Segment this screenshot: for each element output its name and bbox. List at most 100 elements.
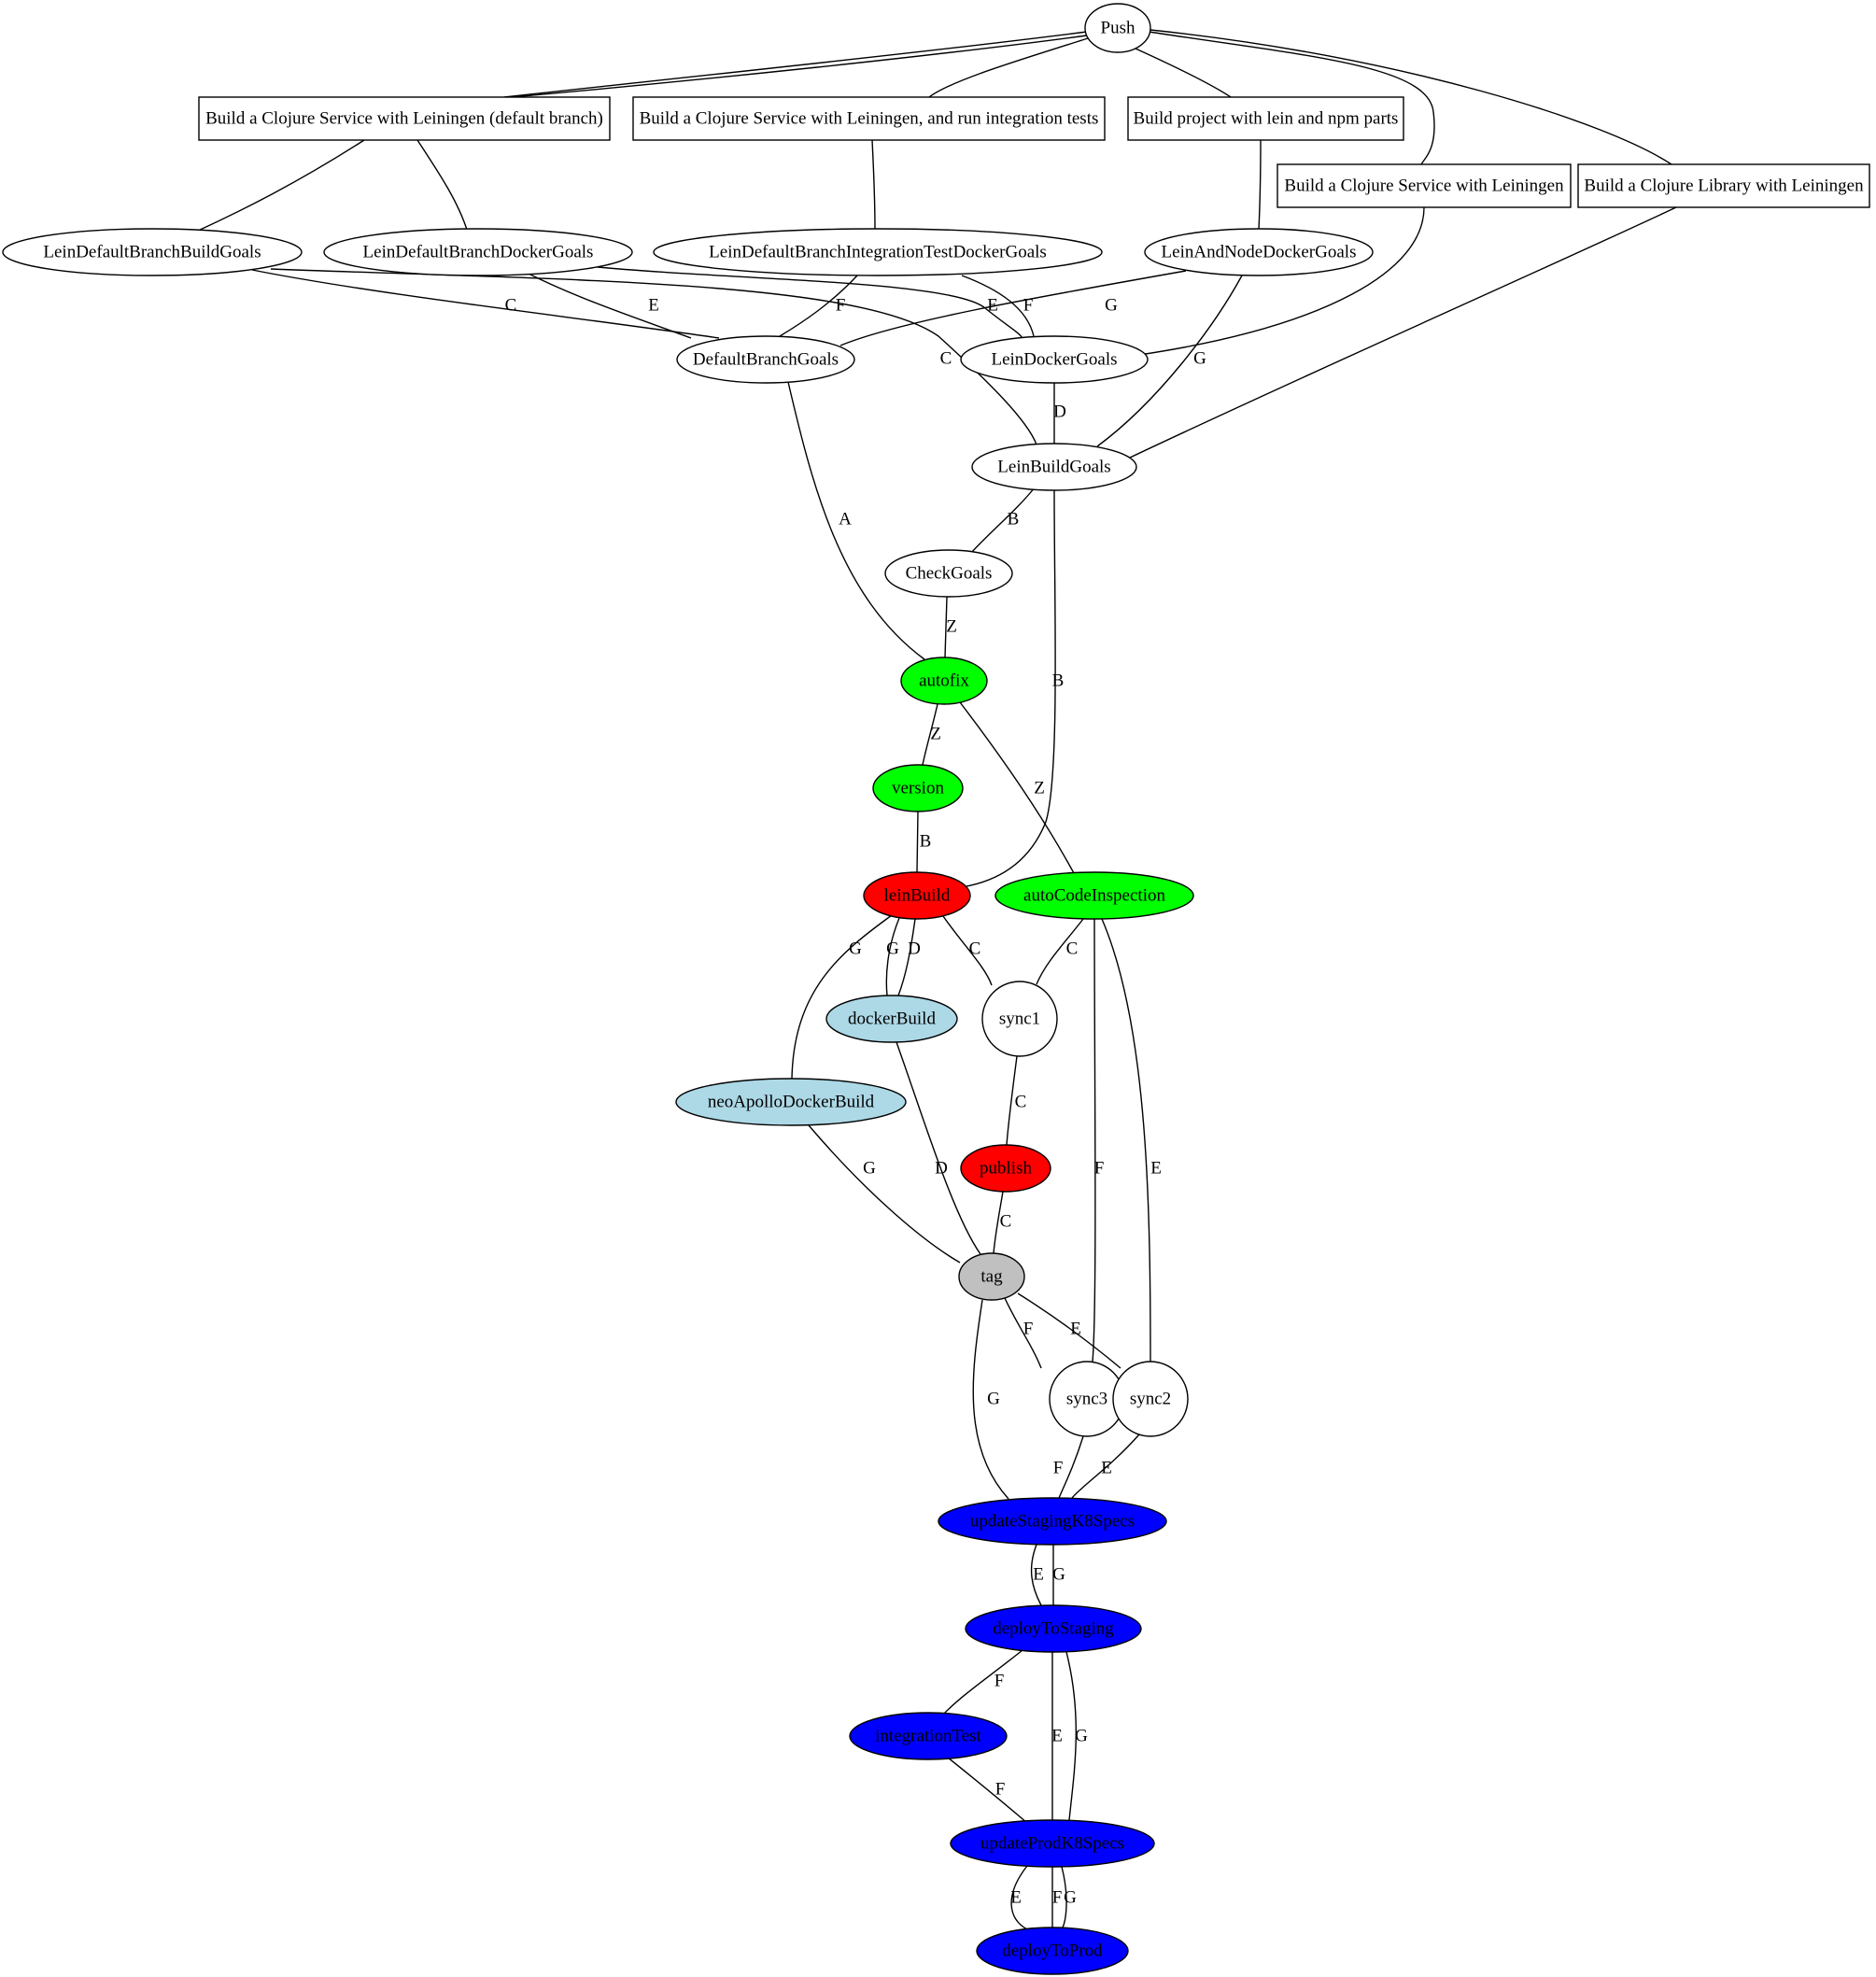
edge-label: E [648,296,659,316]
edge-label: F [994,1672,1005,1691]
edge-leinbuild-to-dockerbuild [897,918,916,996]
edge-version-to-leinbuild [916,811,919,873]
edge-label: F [1052,1888,1063,1908]
edge-label: G [886,939,899,959]
node-label: autofix [919,671,969,691]
node-label: sync3 [1066,1390,1107,1409]
edge-autofix-to-aci [959,701,1075,874]
node-aci: autoCodeInspection [994,871,1194,920]
node-label: LeinDockerGoals [991,350,1117,370]
node-ellipse [884,549,1013,598]
edge-label: G [1075,1727,1088,1746]
edge-push-to-lein_npm [1135,48,1232,98]
node-box [632,96,1106,141]
edge-aci-to-sync1 [1036,918,1084,985]
node-sync2: sync2 [1112,1361,1189,1437]
node-ellipse [938,1497,1167,1546]
edge-deploystaging-to-integrationtest [942,1649,1023,1716]
edge-ldbdg-to-ldg [587,265,1023,339]
node-label: leinBuild [884,886,951,906]
edge-label: E [1070,1320,1081,1339]
node-label: Build a Clojure Service with Leiningen (… [205,109,603,129]
edge-integrationtest-to-updprod [947,1757,1028,1824]
edge-leinbuild-to-sync1 [942,915,993,986]
edge-tag-to-sync3 [1004,1297,1042,1369]
node-label: CheckGoals [906,564,993,584]
node-label: Push [1101,19,1135,38]
edge-tag-to-updstaging [972,1299,1009,1500]
edge-sync2-to-updstaging [1071,1433,1140,1499]
edge-lein_npm-to-landg [1258,139,1262,231]
edge-label: G [1105,296,1118,316]
node-ellipse [653,228,1103,276]
node-ldbitdg: LeinDefaultBranchIntegrationTestDockerGo… [653,228,1103,276]
edge-landg-to-dbg [839,270,1187,346]
node-ellipse [676,335,855,384]
node-label: sync2 [1130,1390,1171,1409]
node-label: publish [980,1159,1032,1179]
edge-label: F [1053,1459,1064,1478]
node-tag: tag [958,1252,1025,1301]
edge-publish-to-tag [993,1191,1004,1254]
edge-checkgoals-to-autofix [944,596,948,658]
node-dockerbuild: dockerBuild [825,995,958,1043]
node-cs_service: Build a Clojure Service with Leiningen [1277,163,1572,208]
node-neoapollo: neoApolloDockerBuild [675,1078,907,1126]
node-ellipse [872,764,964,812]
node-ellipse [825,995,958,1043]
node-ellipse [994,871,1194,920]
node-label: autoCodeInspection [1023,886,1165,906]
node-updprod: updateProdK8Specs [950,1819,1155,1868]
node-label: LeinAndNodeDockerGoals [1162,243,1357,262]
edge-label: E [1033,1565,1044,1585]
edge-neoapollo-to-tag [808,1124,961,1264]
edge-ldbitdg-to-ldg [961,275,1035,337]
node-ldbdg: LeinDefaultBranchDockerGoals [323,228,633,276]
edge-label: Z [930,725,941,744]
edge-label: F [1023,1320,1034,1339]
node-sync1: sync1 [981,981,1058,1057]
node-lbg: LeinBuildGoals [971,443,1137,491]
node-label: DefaultBranchGoals [693,350,839,370]
node-box [1127,96,1404,141]
node-label: LeinBuildGoals [997,458,1110,477]
node-checkgoals: CheckGoals [884,549,1013,598]
edge-updprod-to-deployprod [1061,1866,1067,1928]
node-ellipse [2,228,303,276]
node-ldg: LeinDockerGoals [960,335,1149,384]
node-leinbuild: leinBuild [863,871,971,920]
edge-ldbbg-to-dbg [251,269,720,339]
node-label: neoApolloDockerBuild [708,1093,875,1112]
edge-dockerbuild-to-tag [896,1041,981,1255]
node-ellipse [675,1078,907,1126]
edge-label: F [995,1780,1006,1800]
node-label: version [892,779,944,798]
node-landg: LeinAndNodeDockerGoals [1144,228,1374,276]
node-box [1277,163,1572,208]
node-ellipse [958,1252,1025,1301]
edge-ldbitdg-to-dbg [779,275,858,337]
node-label: Build project with lein and npm parts [1134,109,1399,129]
edge-deploystaging-to-updprod [1065,1651,1078,1821]
node-lein_npm: Build project with lein and npm parts [1127,96,1404,141]
node-label: Build a Clojure Library with Leiningen [1584,177,1864,196]
edge-label: G [863,1159,876,1179]
edge-label: G [849,939,862,959]
node-label: deployToProd [1002,1942,1103,1961]
edge-label: G [1064,1888,1077,1908]
edge-landg-to-lbg [1096,275,1243,447]
node-label: sync1 [999,1010,1040,1029]
edge-label: C [1066,939,1079,959]
node-box [198,96,611,141]
edge-label: D [935,1159,948,1179]
edge-lbg-to-checkgoals [970,487,1036,554]
node-label: updateStagingK8Specs [970,1512,1135,1532]
edge-leinbuild-to-neoapollo [791,914,893,1080]
edge-ldbdg-to-dbg [528,273,692,339]
node-ellipse [960,335,1149,384]
node-publish: publish [960,1144,1051,1193]
edge-label: D [908,939,921,959]
